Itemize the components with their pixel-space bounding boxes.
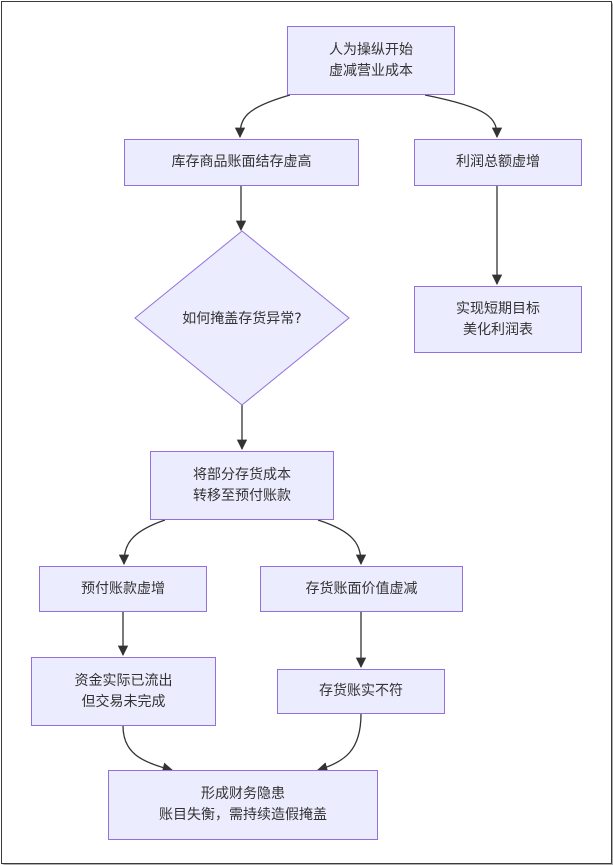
edge-transfer-cost-to-prepaid: [118, 519, 166, 566]
node-hidden-risk: 形成财务隐患 账目失衡，需持续造假掩盖: [108, 770, 378, 840]
edge-transfer-cost-to-inventory-value: [317, 519, 367, 566]
node-prepaid-inflated-label: 预付账款虚增: [81, 580, 165, 597]
node-inventory-mismatch: 存货账实不符: [277, 669, 445, 714]
node-short-term-goal-line1: 实现短期目标: [456, 300, 540, 317]
node-start-line1: 人为操纵开始: [329, 41, 413, 58]
node-prepaid-inflated: 预付账款虚增: [39, 566, 207, 612]
node-inventory-value-reduced-label: 存货账面价值虚减: [305, 580, 418, 597]
node-transfer-cost-line1: 将部分存货成本: [193, 466, 291, 483]
edge-start-to-profit-inflated: [424, 94, 503, 139]
node-funds-outflow: 资金实际已流出 但交易未完成: [31, 657, 216, 726]
edge-start-to-inventory-high: [234, 94, 291, 139]
node-funds-outflow-line2: 但交易未完成: [81, 693, 166, 710]
node-decision: 如何掩盖存货异常?: [135, 303, 349, 333]
decision-diamond: [134, 230, 350, 406]
node-inventory-high: 库存商品账面结存虚高: [124, 139, 359, 186]
edge-mismatch-to-hidden-risk: [317, 713, 362, 773]
edge-funds-outflow-to-hidden-risk: [122, 725, 174, 773]
node-transfer-cost-line2: 转移至预付账款: [193, 487, 291, 504]
node-inventory-high-label: 库存商品账面结存虚高: [171, 154, 312, 170]
node-decision-label: 如何掩盖存货异常?: [182, 311, 302, 327]
node-inventory-value-reduced: 存货账面价值虚减: [260, 566, 463, 612]
node-profit-inflated-label: 利润总额虚增: [456, 154, 540, 170]
node-short-term-goal: 实现短期目标 美化利润表: [414, 286, 582, 353]
node-inventory-mismatch-label: 存货账实不符: [319, 683, 403, 699]
node-short-term-goal-line2: 美化利润表: [463, 321, 533, 338]
node-transfer-cost: 将部分存货成本 转移至预付账款: [150, 451, 334, 520]
node-profit-inflated: 利润总额虚增: [414, 139, 582, 186]
node-hidden-risk-line1: 形成财务隐患: [201, 786, 285, 802]
node-funds-outflow-line1: 资金实际已流出: [74, 672, 173, 689]
node-start-line2: 虚减营业成本: [329, 62, 413, 79]
node-hidden-risk-line2: 账目失衡，需持续造假掩盖: [159, 807, 327, 823]
node-start: 人为操纵开始 虚减营业成本: [287, 26, 455, 95]
